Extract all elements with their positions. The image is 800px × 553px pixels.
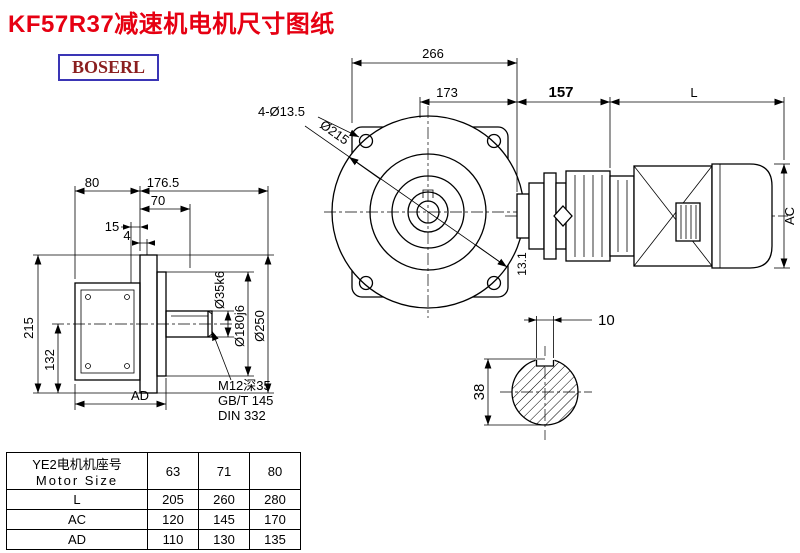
dim-spigot-dia: Ø180j6	[232, 305, 247, 347]
table-row-AC: AC 120 145 170	[6, 509, 301, 530]
motor-endbell	[609, 175, 635, 257]
size-71: 71	[198, 452, 250, 490]
dim-ad: AD	[131, 388, 149, 403]
tap-leader	[211, 330, 232, 381]
cell: 205	[147, 489, 199, 510]
cell: 145	[198, 509, 250, 530]
header-cn: YE2电机机座号	[32, 457, 122, 472]
side-view: 80 176.5 70 15 4 215 132 AD Ø35k6 Ø180j6…	[21, 175, 274, 423]
bolt-hole	[486, 275, 502, 291]
terminal-plate	[675, 202, 701, 242]
std-din: DIN 332	[218, 408, 266, 423]
front-dimension-lines	[352, 59, 784, 106]
dim-70: 70	[151, 193, 165, 208]
cell: 130	[198, 529, 250, 550]
bolt-hole-leader	[317, 116, 360, 138]
row-label: AC	[6, 509, 148, 530]
dim-13-1: 13.1	[515, 252, 529, 276]
shaft-circle	[511, 358, 579, 426]
motor-size-table: YE2电机机座号 Motor Size 63 71 80 L 205 260 2…	[6, 452, 301, 550]
dim-dia215: Ø215	[317, 117, 352, 148]
keyway-dimension	[524, 316, 592, 358]
dim-157: 157	[548, 84, 573, 101]
seal-diamond	[553, 205, 573, 227]
dim-38: 38	[471, 384, 488, 401]
dia215-dimension	[304, 125, 508, 268]
cell: 260	[198, 489, 250, 510]
dim-4: 4	[123, 228, 130, 243]
bolt-hole	[358, 133, 374, 149]
size-80: 80	[249, 452, 301, 490]
row-label: L	[6, 489, 148, 510]
header-en: Motor Size	[35, 473, 119, 488]
dim-215: 215	[21, 317, 36, 339]
coupling-collar	[516, 193, 530, 239]
fan-cover	[711, 163, 773, 269]
cell: 170	[249, 509, 301, 530]
row-label: AD	[6, 529, 148, 550]
ac-dimension	[774, 163, 790, 269]
shaft-dia-dimension	[484, 358, 545, 426]
cell: 110	[147, 529, 199, 550]
dim-176-5: 176.5	[147, 175, 180, 190]
dim-15: 15	[105, 219, 119, 234]
shaft-section: 10 38	[471, 312, 615, 440]
size-63: 63	[147, 452, 199, 490]
dim-80: 80	[85, 175, 99, 190]
table-header-row: YE2电机机座号 Motor Size 63 71 80	[6, 452, 301, 490]
motor-adapter	[565, 170, 611, 262]
dim-flange-dia: Ø250	[252, 310, 267, 342]
bolt-hole	[486, 133, 502, 149]
side-small-dims	[121, 224, 155, 246]
gearbox-housing	[74, 282, 141, 381]
side-extension-lines	[33, 186, 274, 410]
bolt-hole	[358, 275, 374, 291]
dim-173: 173	[436, 85, 458, 100]
dim-AC: AC	[782, 207, 797, 225]
cell: 280	[249, 489, 301, 510]
table-row-L: L 205 260 280	[6, 489, 301, 510]
dim-L: L	[690, 85, 697, 100]
dim-shaft-dia: Ø35k6	[212, 271, 227, 309]
std-gb: GB/T 145	[218, 393, 273, 408]
keyway-notch	[535, 360, 555, 367]
page-title: KF57R37减速机电机尺寸图纸	[8, 11, 335, 38]
dim-10: 10	[598, 312, 615, 329]
table-row-AD: AD 110 130 135	[6, 529, 301, 550]
header-motor-size: YE2电机机座号 Motor Size	[6, 452, 148, 490]
dim-266: 266	[422, 46, 444, 61]
cell: 120	[147, 509, 199, 530]
dim-bolt-holes: 4-Ø13.5	[258, 104, 305, 119]
tap-spec: M12深35	[218, 378, 271, 393]
dim-132: 132	[42, 349, 57, 371]
cell: 135	[249, 529, 301, 550]
side-dimension-lines	[34, 187, 272, 408]
brand-logo: BOSERL	[58, 54, 160, 81]
motor-view: AC	[505, 163, 797, 269]
